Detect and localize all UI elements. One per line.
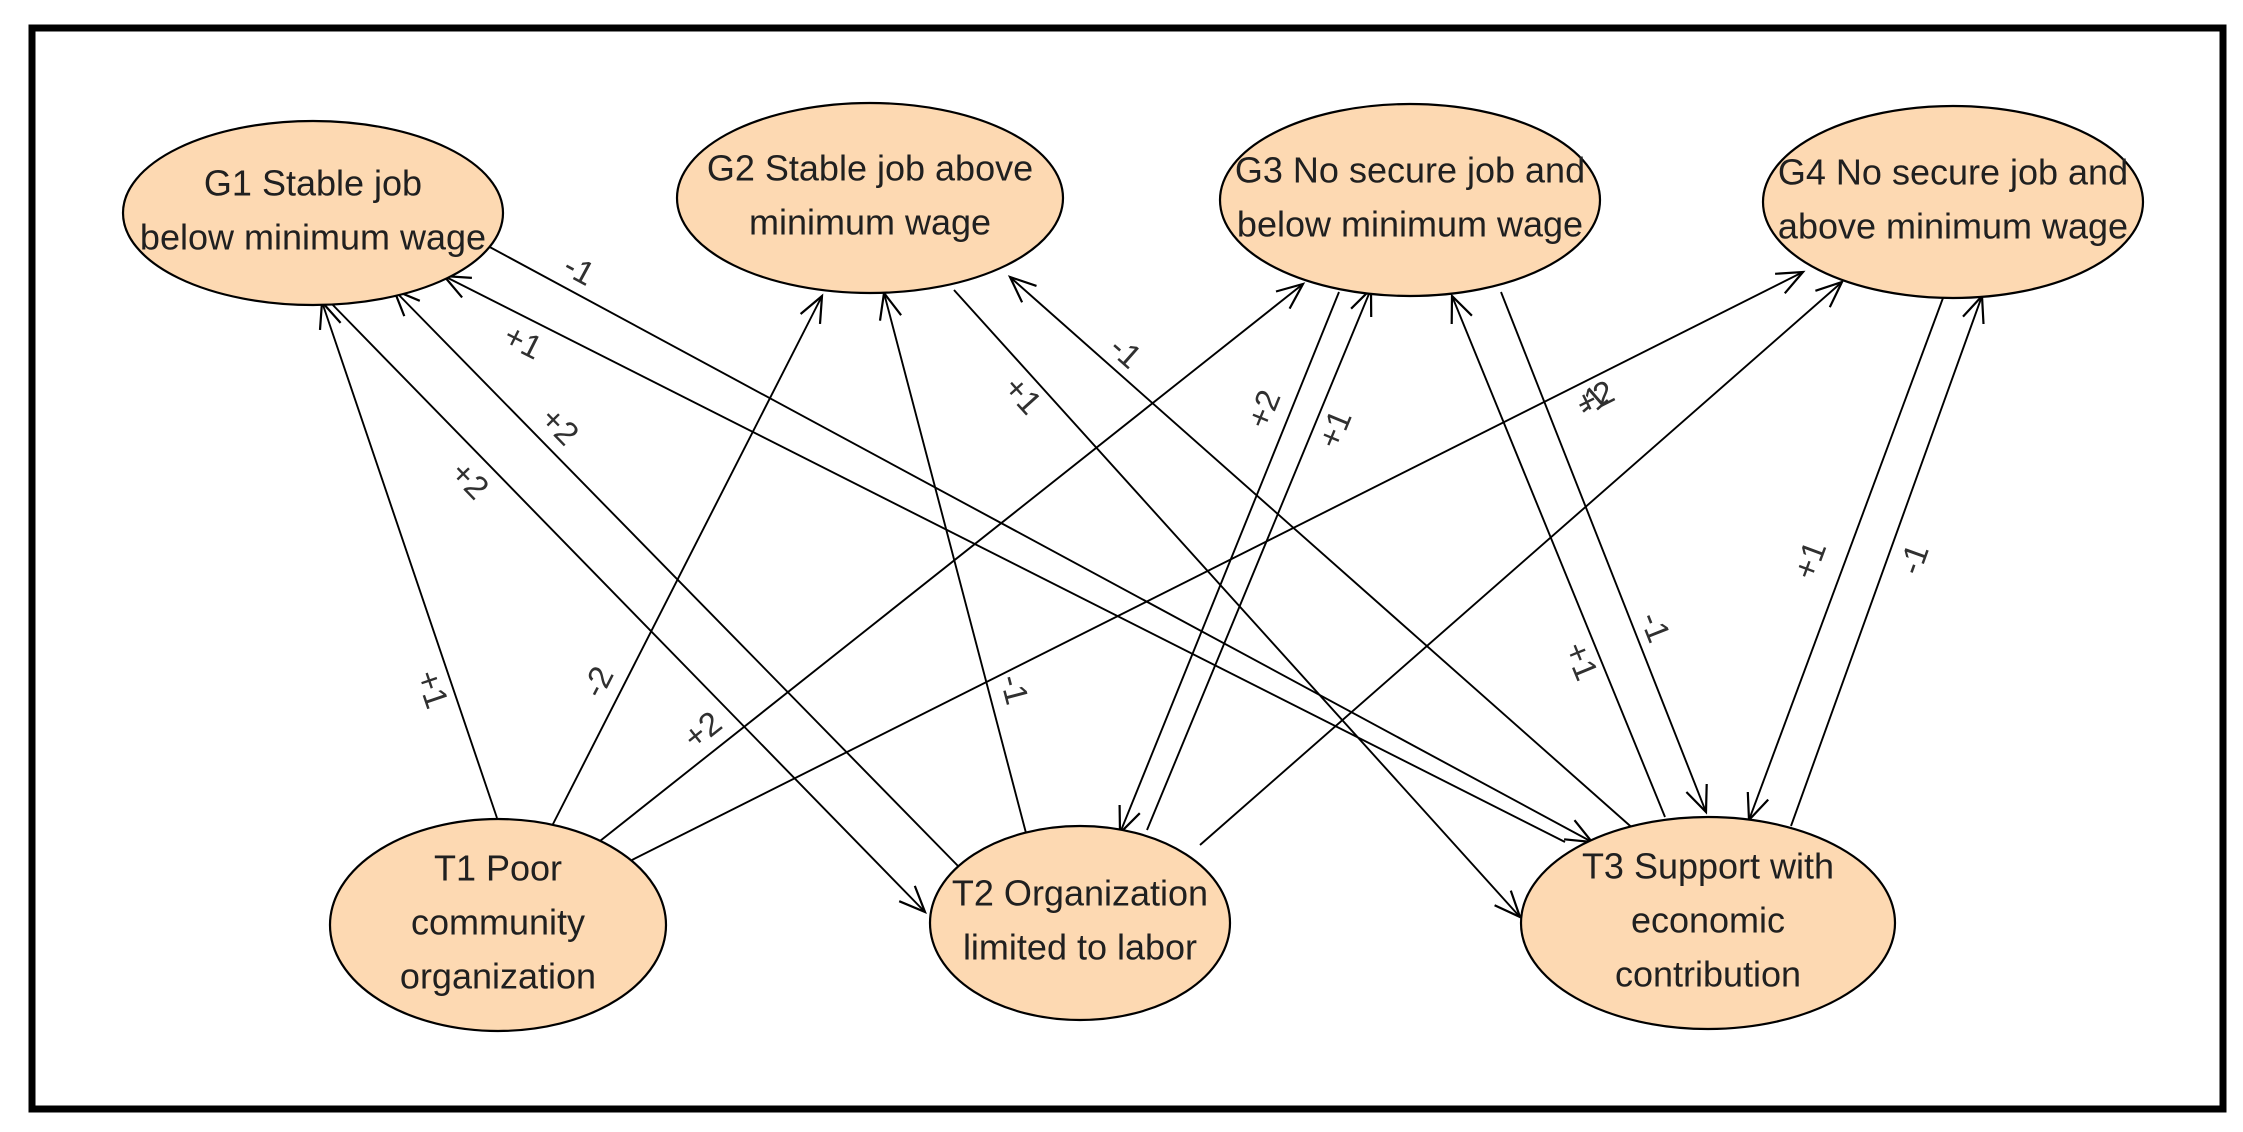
- nodes-layer: G1 Stable job below minimum wage G2 Stable…: [121, 101, 2145, 1033]
- edges-layer: [318, 244, 1985, 920]
- node-g1: G1 Stable job below minimum wage: [121, 119, 505, 307]
- edge-t1-to-g4: [631, 270, 1806, 861]
- edge-line: [321, 301, 498, 819]
- edge-line: [631, 271, 1804, 861]
- edge-line: [551, 295, 823, 827]
- node-t1: T1 Poor community organization: [328, 817, 668, 1033]
- node-label-line: economic: [1631, 900, 1785, 941]
- edge-line: [883, 292, 1027, 834]
- edge-line: [1009, 276, 1638, 833]
- node-label-line: G3 No secure job and: [1235, 150, 1585, 191]
- arrowhead-icon: [1275, 282, 1306, 310]
- edge-line: [1146, 288, 1372, 831]
- node-label-line: minimum wage: [749, 202, 991, 243]
- arrowhead-icon: [898, 885, 927, 915]
- node-g3: G3 No secure job and below minimum wage: [1218, 102, 1602, 298]
- node-ellipse: [675, 101, 1065, 295]
- arrowhead-icon: [1007, 275, 1037, 303]
- node-ellipse: [1218, 102, 1602, 298]
- edge-line: [1790, 295, 1983, 827]
- edge-line: [327, 299, 926, 913]
- node-ellipse: [1761, 104, 2145, 300]
- node-g4: G4 No secure job and above minimum wage: [1761, 104, 2145, 300]
- edge-line: [1748, 297, 1944, 821]
- node-ellipse: [121, 119, 505, 307]
- edge-g2-to-t3: [953, 289, 1522, 920]
- arrowhead-icon: [1815, 280, 1845, 308]
- edge-t3-to-g2: [1007, 275, 1638, 833]
- arrowhead-icon: [1775, 270, 1806, 295]
- node-label-line: T3 Support with: [1582, 846, 1834, 887]
- edge-line: [485, 244, 1593, 843]
- arrowhead-icon: [799, 293, 824, 324]
- edge-t2-to-g4: [1199, 280, 1845, 846]
- edge-t3-to-g3: [1450, 293, 1666, 818]
- node-label-line: G4 No secure job and: [1778, 152, 2128, 193]
- node-t3: T3 Support with economic contribution: [1519, 815, 1897, 1031]
- edge-line: [1119, 291, 1340, 834]
- edge-g1-to-t2: [327, 299, 927, 915]
- edge-line: [443, 275, 1566, 843]
- edge-line: [393, 289, 961, 869]
- edge-t1-to-g2: [551, 293, 824, 827]
- node-label-line: below minimum wage: [1237, 204, 1583, 245]
- node-ellipse: [328, 817, 668, 1033]
- edge-line: [599, 283, 1304, 842]
- node-label-line: limited to labor: [963, 927, 1197, 968]
- arrowhead-icon: [1685, 783, 1708, 815]
- node-label-line: organization: [400, 956, 596, 997]
- edge-line: [1500, 291, 1707, 813]
- edge-line: [953, 289, 1521, 918]
- edge-line: [1199, 281, 1843, 846]
- node-g2: G2 Stable job above minimum wage: [675, 101, 1065, 295]
- node-label-line: below minimum wage: [140, 217, 486, 258]
- edge-t1-to-g3: [599, 282, 1306, 842]
- node-t2: T2 Organization limited to labor: [928, 824, 1232, 1022]
- node-label-line: community: [411, 902, 585, 943]
- node-label-line: T1 Poor: [434, 848, 562, 889]
- node-label-line: G1 Stable job: [204, 163, 422, 204]
- arrowhead-icon: [1494, 890, 1522, 920]
- node-ellipse: [928, 824, 1232, 1022]
- node-label-line: G2 Stable job above: [707, 148, 1033, 189]
- node-label-line: above minimum wage: [1778, 206, 2128, 247]
- edge-g3-to-t3: [1500, 291, 1708, 815]
- node-ellipse: [1519, 815, 1897, 1031]
- node-label-line: contribution: [1615, 954, 1801, 995]
- edge-line: [1451, 295, 1666, 818]
- arrowhead-icon: [1450, 293, 1473, 325]
- node-label-line: T2 Organization: [952, 873, 1208, 914]
